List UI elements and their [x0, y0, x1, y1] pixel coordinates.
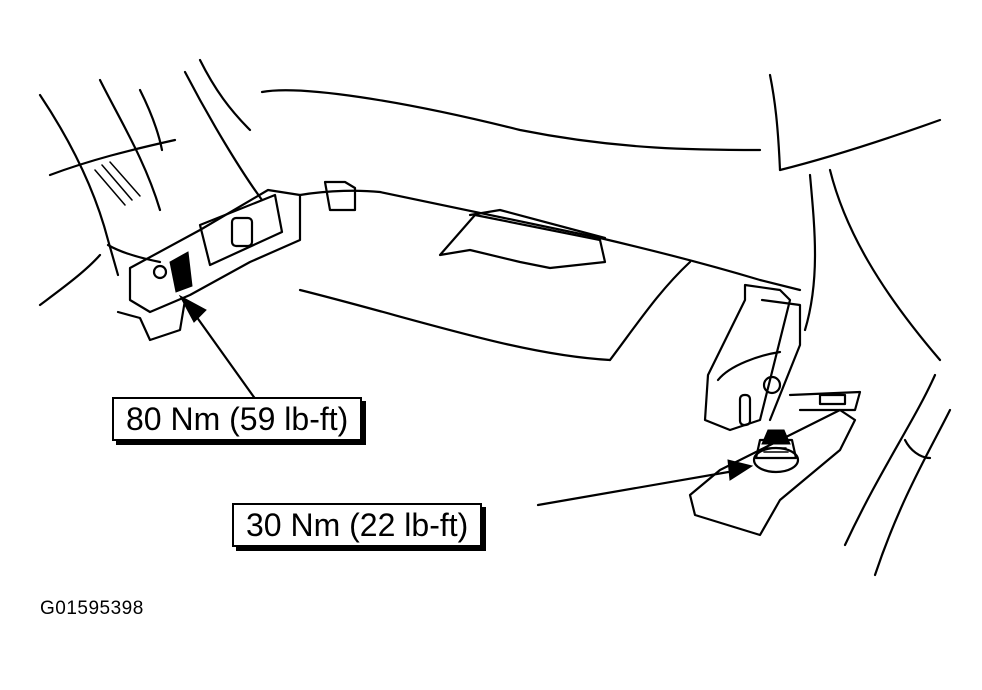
leader-left: [178, 294, 258, 402]
leader-right: [536, 459, 754, 507]
seat-cushion: [260, 73, 942, 362]
torque-callout-left: 80 Nm (59 lb-ft): [112, 397, 363, 441]
bolt-icon: [752, 429, 800, 474]
left-seat-side-panel: [38, 58, 264, 307]
right-seat-bracket: [688, 283, 862, 537]
figure-id: G01595398: [40, 598, 144, 619]
torque-callout-right: 30 Nm (22 lb-ft): [232, 503, 483, 547]
left-seat-bracket: [116, 180, 357, 342]
carpet-edge: [843, 373, 952, 577]
floor-panel: [298, 208, 692, 362]
